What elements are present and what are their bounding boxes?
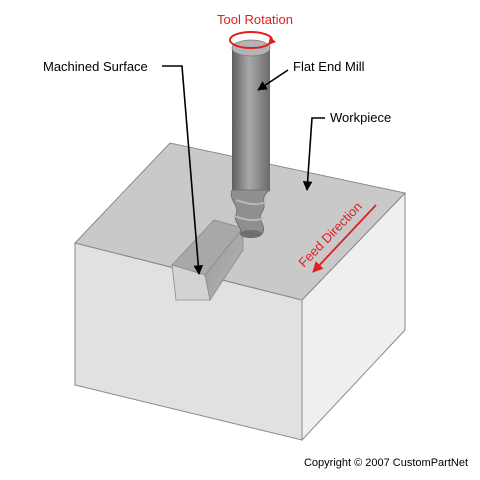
copyright-text: Copyright © 2007 CustomPartNet (304, 457, 468, 469)
leader-machined-surface (162, 65, 204, 275)
leader-flat-end-mill (257, 69, 289, 91)
tool-flute-edge (233, 199, 267, 222)
tool-shank (232, 48, 270, 190)
label-flat-end-mill: Flat End Mill (293, 59, 365, 74)
tool-tip (240, 230, 262, 238)
label-machined-surface: Machined Surface (43, 59, 148, 74)
rotation-arrow-icon (229, 31, 276, 49)
label-workpiece: Workpiece (330, 110, 391, 125)
flat-end-mill-tool (230, 39, 272, 238)
leader-workpiece (302, 117, 325, 191)
feed-direction-arrow (312, 204, 377, 273)
label-tool-rotation: Tool Rotation (217, 12, 293, 27)
